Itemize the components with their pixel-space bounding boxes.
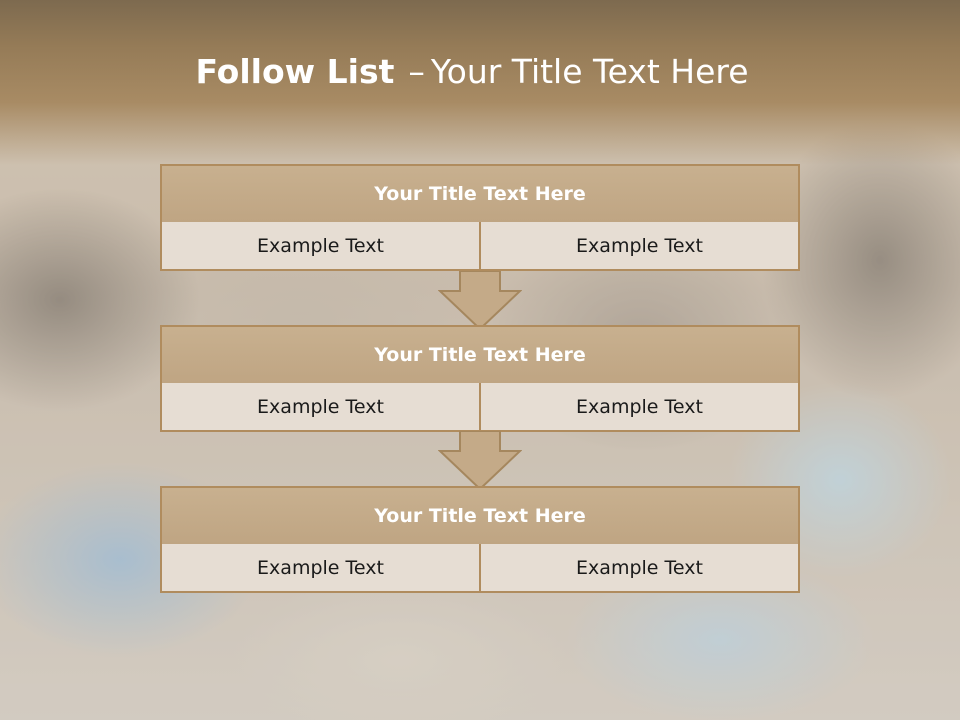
- title-bar: [0, 0, 960, 165]
- block-cell-right: Example Text: [479, 544, 798, 591]
- block-cell-left: Example Text: [162, 222, 479, 269]
- block-cell-left: Example Text: [162, 544, 479, 591]
- block-cell-right: Example Text: [479, 222, 798, 269]
- block-row: Example Text Example Text: [162, 383, 798, 430]
- list-block-3: Your Title Text Here Example Text Exampl…: [160, 486, 800, 593]
- block-row: Example Text Example Text: [162, 544, 798, 591]
- list-block-2: Your Title Text Here Example Text Exampl…: [160, 325, 800, 432]
- down-arrow-icon: [438, 271, 522, 331]
- slide-title: Follow List–Your Title Text Here: [0, 52, 944, 91]
- title-rest: Your Title Text Here: [430, 52, 749, 91]
- down-arrow-icon: [438, 431, 522, 491]
- title-dash: –: [408, 52, 425, 91]
- block-title: Your Title Text Here: [162, 166, 798, 222]
- list-block-1: Your Title Text Here Example Text Exampl…: [160, 164, 800, 271]
- block-row: Example Text Example Text: [162, 222, 798, 269]
- block-title: Your Title Text Here: [162, 327, 798, 383]
- block-title: Your Title Text Here: [162, 488, 798, 544]
- block-cell-right: Example Text: [479, 383, 798, 430]
- block-cell-left: Example Text: [162, 383, 479, 430]
- title-bold: Follow List: [195, 52, 395, 91]
